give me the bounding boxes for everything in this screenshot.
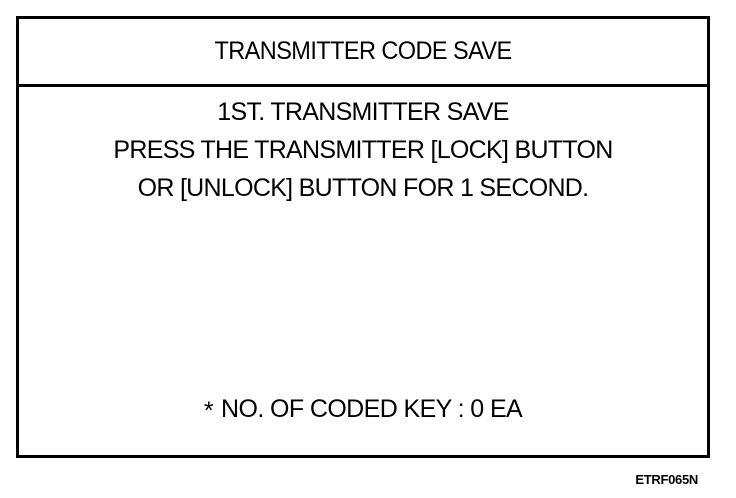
scan-tool-screen: TRANSMITTER CODE SAVE 1ST. TRANSMITTER S… — [16, 16, 710, 458]
instruction-text: 1ST. TRANSMITTER SAVE PRESS THE TRANSMIT… — [19, 93, 707, 207]
star-icon: * — [203, 397, 214, 425]
figure-id: ETRF065N — [635, 472, 698, 487]
screen-title: TRANSMITTER CODE SAVE — [214, 37, 512, 65]
coded-key-status: *NO. OF CODED KEY : 0 EA — [19, 395, 707, 425]
title-bar: TRANSMITTER CODE SAVE — [19, 19, 707, 87]
instruction-line: 1ST. TRANSMITTER SAVE — [217, 98, 509, 126]
coded-key-count-text: NO. OF CODED KEY : 0 EA — [221, 395, 523, 423]
instruction-line: OR [UNLOCK] BUTTON FOR 1 SECOND. — [137, 174, 590, 202]
instruction-line: PRESS THE TRANSMITTER [LOCK] BUTTON — [113, 136, 613, 164]
